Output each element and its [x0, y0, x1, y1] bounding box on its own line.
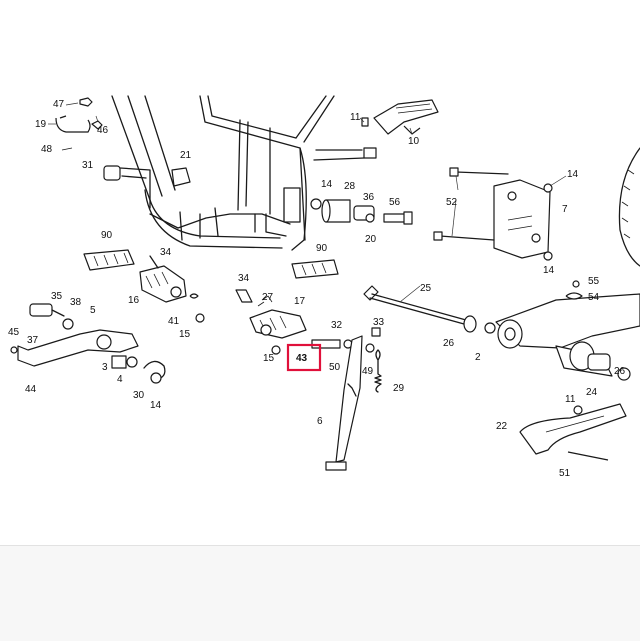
- label-7: 7: [562, 204, 568, 215]
- label-17: 17: [294, 296, 306, 307]
- label-37: 37: [27, 335, 39, 346]
- label-34-a: 34: [160, 247, 172, 258]
- label-43: 43: [296, 353, 308, 364]
- label-6: 6: [317, 416, 323, 427]
- footpeg-bracket-16: [139, 255, 199, 303]
- label-16: 16: [128, 295, 140, 306]
- label-11-top: 11: [350, 112, 361, 123]
- label-38: 38: [70, 297, 82, 308]
- label-26-a: 26: [443, 338, 455, 349]
- label-21: 21: [180, 150, 192, 161]
- label-14-b: 14: [567, 169, 579, 180]
- label-90-right: 90: [316, 243, 328, 254]
- label-52: 52: [446, 197, 458, 208]
- label-10: 10: [408, 136, 420, 147]
- label-48: 48: [41, 144, 53, 155]
- label-34-b: 34: [238, 273, 250, 284]
- top-margin: [0, 0, 640, 96]
- label-56: 56: [389, 197, 401, 208]
- rear-bracket: [433, 167, 553, 261]
- chain-slider: [519, 403, 627, 461]
- label-49: 49: [362, 366, 374, 377]
- label-29: 29: [393, 383, 405, 394]
- top-left-small-parts: [55, 97, 377, 187]
- footpeg-left: [83, 249, 135, 271]
- label-41: 41: [168, 316, 180, 327]
- leader-lines: [48, 102, 567, 303]
- swing-arm: [495, 293, 640, 415]
- label-27: 27: [262, 292, 274, 303]
- label-50: 50: [329, 362, 341, 373]
- label-14-c: 14: [543, 265, 555, 276]
- label-90-left: 90: [101, 230, 113, 241]
- label-35: 35: [51, 291, 63, 302]
- part-labels: 47 46 19 48 31 21 11 10 14 28 36 56 20 5…: [8, 99, 626, 479]
- label-31: 31: [82, 160, 94, 171]
- label-26-b: 26: [614, 366, 626, 377]
- label-44: 44: [25, 384, 37, 395]
- label-28: 28: [344, 181, 356, 192]
- label-2: 2: [475, 352, 481, 363]
- pivot-shaft: [363, 285, 496, 334]
- label-24: 24: [586, 387, 598, 398]
- label-20: 20: [365, 234, 377, 245]
- label-32: 32: [331, 320, 343, 331]
- label-55: 55: [588, 276, 600, 287]
- frame: [111, 95, 365, 251]
- highlight-43[interactable]: 43: [286, 343, 322, 372]
- label-11-bottom: 11: [565, 394, 576, 405]
- clip-55-54: [565, 280, 583, 300]
- label-25: 25: [420, 283, 432, 294]
- bottom-margin: [0, 545, 640, 641]
- footpeg-top: [373, 99, 439, 135]
- label-47: 47: [53, 99, 65, 110]
- label-3: 3: [102, 362, 108, 373]
- footpeg-bracket-17: [195, 289, 307, 355]
- label-15-a: 15: [179, 329, 191, 340]
- highlight-box: [286, 343, 322, 372]
- label-45: 45: [8, 327, 20, 338]
- brake-pedal: [10, 303, 166, 384]
- label-14-a: 14: [321, 179, 333, 190]
- label-33: 33: [373, 317, 385, 328]
- label-22: 22: [496, 421, 508, 432]
- tyre-fragment: [618, 147, 640, 267]
- label-51: 51: [559, 468, 571, 479]
- label-15-b: 15: [263, 353, 275, 364]
- pivot-bushes: [310, 198, 413, 225]
- label-14-d: 14: [150, 400, 162, 411]
- label-36: 36: [363, 192, 375, 203]
- label-4: 4: [117, 374, 123, 385]
- label-30: 30: [133, 390, 145, 401]
- label-19: 19: [35, 119, 47, 130]
- label-46: 46: [97, 125, 109, 136]
- label-5: 5: [90, 305, 96, 316]
- label-54: 54: [588, 292, 600, 303]
- footpeg-right: [291, 259, 339, 279]
- side-stand: [311, 327, 382, 471]
